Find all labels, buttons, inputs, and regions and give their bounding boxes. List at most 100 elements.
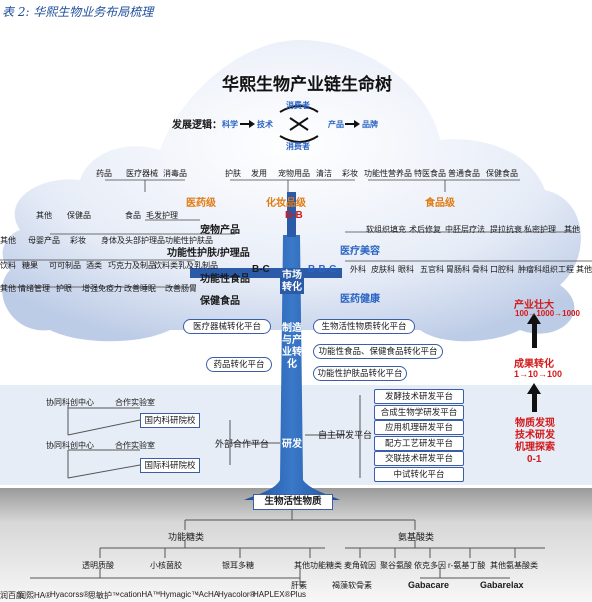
rnd-platform-0: 发酵技术研发平台 xyxy=(374,389,464,404)
left-row2-item-2: 彩妆 xyxy=(70,236,86,245)
left-row1-item-0: 其他 xyxy=(36,211,52,220)
left-row3-item-0: 饮料 xyxy=(0,261,16,270)
root-sugar-sub-0: 肝素 xyxy=(291,581,307,590)
logic-consumer-bottom: 消费者 xyxy=(286,142,310,151)
right-row1-item-5: 其他 xyxy=(564,225,580,234)
logic-tech: 技术 xyxy=(257,120,273,129)
rnd-platform-3: 配方工艺研发平台 xyxy=(374,435,464,451)
left-big-pet: 宠物产品 xyxy=(200,225,240,236)
rnd-external: 外部合作平台 xyxy=(215,439,270,449)
left-row3-item-4: 巧克力及制品 xyxy=(108,261,156,270)
root-brand-7: Hyacolor® xyxy=(218,590,256,599)
left-row4-item-2: 护眼 xyxy=(56,284,72,293)
root-bio-substance: 生物活性物质 xyxy=(253,494,333,510)
root-amino-acid: 氨基酸类 xyxy=(398,532,435,542)
left-row1-item-1: 保健品 xyxy=(67,211,91,220)
root-brand-3: 思敏护™ xyxy=(88,591,120,600)
right-row2-item-6: 口腔科 xyxy=(490,265,514,274)
right-row2-item-4: 胃肠科 xyxy=(446,265,470,274)
logic-brand: 品牌 xyxy=(362,120,378,129)
category-bb: B-B xyxy=(285,210,303,221)
left-row4-item-0: 其他 xyxy=(0,284,16,293)
root-amino-0: 麦角硫因 xyxy=(344,561,376,570)
right-row2-item-7: 肿瘤科 xyxy=(518,265,542,274)
trunk-market: 市场转化 xyxy=(280,270,304,294)
rnd-self: 自主研发平台 xyxy=(318,430,373,440)
rnd-lab-1: 合作实验室 xyxy=(115,398,155,407)
side-seq-transform: 1→10→100 xyxy=(514,369,563,379)
root-brand-1: 润熙HA® xyxy=(18,591,52,600)
left-row3-item-3: 酒类 xyxy=(86,261,102,270)
right-row1-item-1: 术后修复 xyxy=(409,225,441,234)
category-bc: B-C xyxy=(252,264,270,275)
side-title-transform: 成果转化 xyxy=(514,359,554,370)
root-sugar-0: 透明质酸 xyxy=(82,561,114,570)
trunk-research: 研发 xyxy=(282,439,302,450)
root-brand-4: cationHA™ xyxy=(120,590,161,599)
category-drug: 医药级 xyxy=(186,198,216,209)
top-product-9: 特医食品 xyxy=(414,169,446,178)
trunk xyxy=(244,235,340,500)
root-amino-1: 聚谷氨酸 xyxy=(380,561,412,570)
root-amino-2: 依克多因 xyxy=(414,561,446,570)
side-seq-growth: 100→1000→1000 xyxy=(515,309,580,318)
right-row1-item-3: 提拉抗衰 xyxy=(490,225,522,234)
left-big-health: 保健食品 xyxy=(200,296,240,307)
rnd-platform-5: 中试转化平台 xyxy=(374,466,464,482)
left-platform-medical: 医疗器械转化平台 xyxy=(183,319,271,334)
root-sugar-2: 银耳多糖 xyxy=(222,561,254,570)
med-health-label: 医药健康 xyxy=(340,294,380,305)
root-sugar-sub-1: 褐藻软骨素 xyxy=(332,581,372,590)
left-row4-item-4: 改善睡眠 xyxy=(124,284,156,293)
logic-product: 产品 xyxy=(328,120,344,129)
root-brand-8: HAPLEX®Plus xyxy=(253,590,307,599)
right-platform-food: 功能性食品、保健食品转化平台 xyxy=(313,344,443,359)
root-amino-brand-0: Gabacare xyxy=(408,580,450,590)
left-big-food: 功能性食品 xyxy=(200,274,250,285)
top-product-8: 功能性营养品 xyxy=(364,169,412,178)
root-brand-0: 润百颜 xyxy=(0,591,24,600)
root-amino-brand-1: Gabarelax xyxy=(480,580,524,590)
right-row2-item-5: 骨科 xyxy=(472,265,488,274)
root-brand-5: Hymagic™ xyxy=(160,590,200,599)
left-row2-item-0: 其他 xyxy=(0,236,16,245)
left-row2-item-1: 母婴产品 xyxy=(28,236,60,245)
root-amino-3: r-氨基丁酸 xyxy=(448,561,486,570)
rnd-platform-1: 合成生物学研发平台 xyxy=(374,404,464,420)
side-title-growth: 产业壮大 xyxy=(514,300,554,311)
rnd-center-2: 协同科创中心 xyxy=(46,441,94,450)
right-row1-item-4: 私密护理 xyxy=(524,225,556,234)
root-amino-4: 其他氨基酸类 xyxy=(490,561,538,570)
left-row1-item-2: 食品 xyxy=(125,211,141,220)
top-product-1: 医疗器械 xyxy=(126,169,158,178)
top-product-7: 彩妆 xyxy=(342,169,358,178)
top-product-4: 发用 xyxy=(251,169,267,178)
left-row4-item-5: 改善肠胃 xyxy=(165,284,197,293)
top-product-2: 消毒品 xyxy=(163,169,187,178)
right-row2-item-2: 眼科 xyxy=(398,265,414,274)
side-seq-discover: 0-1 xyxy=(527,454,542,465)
left-row3-item-5: 饮料类 xyxy=(154,261,178,270)
root-sugar-3: 其他功能糖类 xyxy=(294,561,342,570)
root-brand-2: Hyacorss® xyxy=(50,590,90,599)
right-platform-skincare: 功能性护肤品转化平台 xyxy=(313,366,407,381)
right-row2-item-8: 组织工程 xyxy=(542,265,574,274)
root-functional-sugar: 功能糖类 xyxy=(168,532,205,542)
figure-caption: 表 2: 华熙生物业务布局梳理 xyxy=(2,5,154,19)
med-beauty-label: 医疗美容 xyxy=(340,246,380,257)
rnd-inst-1: 国内科研院校 xyxy=(140,413,200,428)
rnd-platform-4: 交联技术研发平台 xyxy=(374,451,464,466)
cloud-shape xyxy=(2,40,581,342)
right-platform-bio: 生物活性物质转化平台 xyxy=(313,319,415,334)
rnd-center-1: 协同科创中心 xyxy=(46,398,94,407)
left-big-skincare: 功能性护肤/护理品 xyxy=(167,248,250,259)
top-product-11: 保健食品 xyxy=(486,169,518,178)
left-platform-drug: 药品转化平台 xyxy=(206,357,272,372)
logic-label: 发展逻辑： xyxy=(172,120,222,131)
left-row4-item-1: 情绪管理 xyxy=(18,284,50,293)
top-product-0: 药品 xyxy=(96,169,112,178)
logic-science: 科学 xyxy=(222,120,238,129)
top-product-10: 普通食品 xyxy=(448,169,480,178)
top-product-5: 宠物用品 xyxy=(278,169,310,178)
root-sugar-1: 小核菌胶 xyxy=(150,561,182,570)
